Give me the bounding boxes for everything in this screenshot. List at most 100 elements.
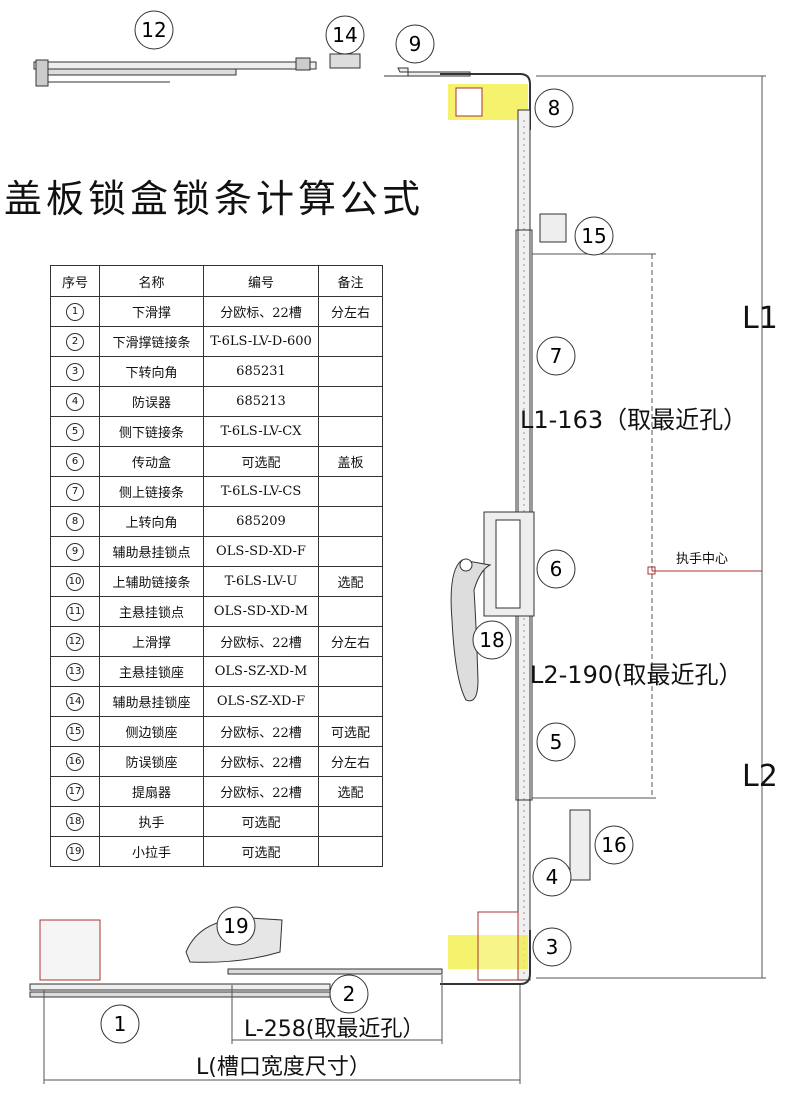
row-number: 12 — [66, 632, 84, 651]
row-number: 19 — [66, 842, 84, 861]
callout-9-label: 9 — [409, 32, 422, 56]
part-code: T-6LS-LV-CX — [203, 416, 319, 447]
part-note — [318, 356, 383, 387]
part-name: 传动盒 — [99, 446, 204, 477]
part-name: 下滑撑链接条 — [99, 326, 204, 357]
row-number: 13 — [66, 662, 84, 681]
callout-16-label: 16 — [601, 833, 626, 857]
callout-1: 1 — [100, 1004, 140, 1044]
part-code: 分欧标、22槽 — [203, 626, 319, 657]
dim-l1-formula: L1-163（取最近孔） — [520, 406, 747, 434]
table-header-row: 序号 名称 编号 备注 — [50, 265, 383, 297]
row-number-cell: 18 — [50, 806, 100, 837]
part-code: 685231 — [203, 356, 319, 387]
row-number-cell: 1 — [50, 296, 100, 327]
row-number: 1 — [66, 302, 84, 321]
callout-6: 6 — [536, 549, 576, 589]
part-code: 分欧标、22槽 — [203, 776, 319, 807]
part-note — [318, 836, 383, 867]
header-name: 名称 — [99, 265, 204, 297]
row-number-cell: 3 — [50, 356, 100, 387]
row-number-cell: 6 — [50, 446, 100, 477]
part-code: T-6LS-LV-U — [203, 566, 319, 597]
callout-15-label: 15 — [581, 224, 606, 248]
row-number-cell: 12 — [50, 626, 100, 657]
callout-6-label: 6 — [550, 557, 563, 581]
part-name: 上转向角 — [99, 506, 204, 537]
part-note: 分左右 — [318, 626, 383, 657]
row-number: 6 — [66, 452, 84, 471]
callout-8: 8 — [534, 88, 574, 128]
row-number-cell: 5 — [50, 416, 100, 447]
callout-14-label: 14 — [332, 23, 357, 47]
row-number-cell: 14 — [50, 686, 100, 717]
callout-2-label: 2 — [343, 982, 356, 1006]
part-note — [318, 326, 383, 357]
part-name: 侧上链接条 — [99, 476, 204, 507]
row-number-cell: 2 — [50, 326, 100, 357]
dim-l-total: L(槽口宽度尺寸） — [196, 1055, 371, 1080]
part-name: 主悬挂锁座 — [99, 656, 204, 687]
callout-15: 15 — [574, 216, 614, 256]
handle-center-label: 执手中心 — [676, 552, 728, 567]
part-name: 下转向角 — [99, 356, 204, 387]
part-code: 可选配 — [203, 806, 319, 837]
header-code: 编号 — [203, 265, 319, 297]
callout-18: 18 — [472, 620, 512, 660]
part-note: 选配 — [318, 566, 383, 597]
row-number-cell: 16 — [50, 746, 100, 777]
callout-16: 16 — [594, 825, 634, 865]
row-number: 11 — [66, 602, 84, 621]
part-14-drawing — [329, 53, 361, 69]
part-name: 辅助悬挂锁座 — [99, 686, 204, 717]
dim-l2-label: L2 — [742, 759, 778, 794]
part-code: OLS-SD-XD-F — [203, 536, 319, 567]
part-note: 盖板 — [318, 446, 383, 477]
callout-8-label: 8 — [548, 96, 561, 120]
part-note — [318, 686, 383, 717]
part-name: 防误器 — [99, 386, 204, 417]
part-note: 分左右 — [318, 746, 383, 777]
row-number-cell: 13 — [50, 656, 100, 687]
row-number-cell: 11 — [50, 596, 100, 627]
callout-3-label: 3 — [546, 935, 559, 959]
part-note — [318, 596, 383, 627]
row-number-cell: 8 — [50, 506, 100, 537]
part-name: 主悬挂锁点 — [99, 596, 204, 627]
part-code: 分欧标、22槽 — [203, 716, 319, 747]
callout-7-label: 7 — [550, 344, 563, 368]
callout-12-label: 12 — [141, 18, 166, 42]
header-no: 序号 — [50, 265, 100, 297]
callout-4-label: 4 — [546, 865, 559, 889]
callout-1-label: 1 — [114, 1012, 127, 1036]
part-note — [318, 656, 383, 687]
part-code: 685209 — [203, 506, 319, 537]
callout-7: 7 — [536, 336, 576, 376]
row-number: 16 — [66, 752, 84, 771]
row-number: 3 — [66, 362, 84, 381]
dim-l-formula: L-258(取最近孔） — [244, 1017, 424, 1042]
callout-12: 12 — [134, 10, 174, 50]
row-number: 15 — [66, 722, 84, 741]
dimension-lines — [43, 75, 766, 1084]
part-code: T-6LS-LV-D-600 — [203, 326, 319, 357]
part-note: 可选配 — [318, 716, 383, 747]
part-note — [318, 506, 383, 537]
part-16-drawing — [569, 809, 591, 881]
part-code: T-6LS-LV-CS — [203, 476, 319, 507]
row-number: 4 — [66, 392, 84, 411]
part-note — [318, 476, 383, 507]
dim-l1-label: L1 — [742, 301, 778, 336]
callout-19: 19 — [216, 906, 256, 946]
